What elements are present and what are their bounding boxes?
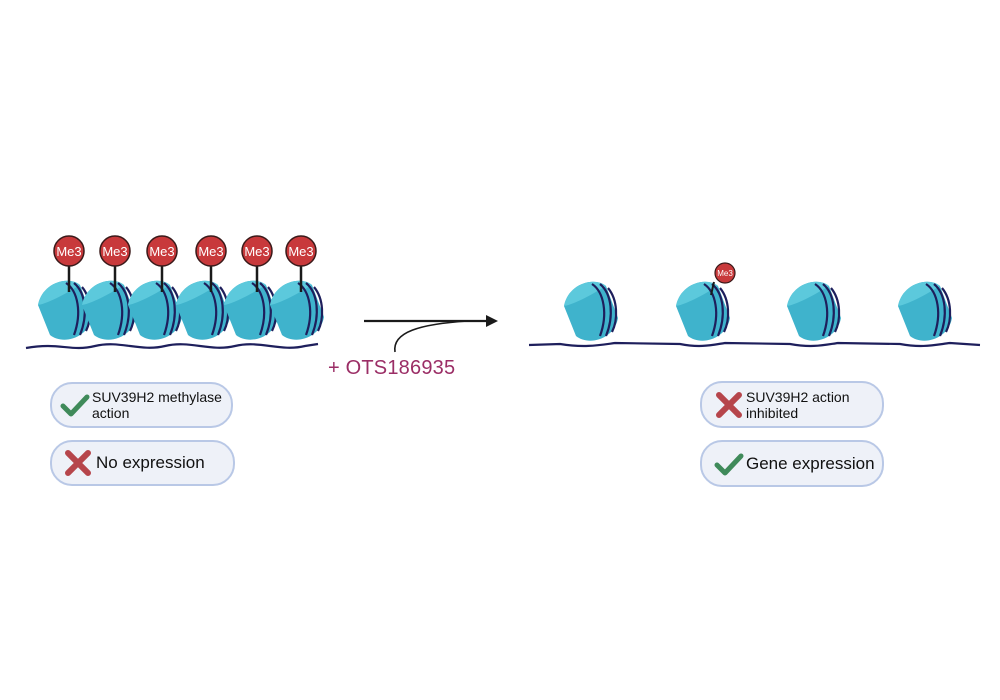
nucleosome — [222, 279, 280, 341]
nucleosome — [562, 280, 620, 342]
me3-mark: Me3 — [195, 235, 227, 292]
me3-label: Me3 — [717, 269, 733, 278]
me3-label: Me3 — [102, 244, 127, 259]
status-label: SUV39H2 methylase action — [92, 389, 222, 421]
nucleosome — [126, 279, 184, 341]
nucleosome — [268, 279, 326, 341]
nucleosome — [174, 279, 232, 341]
check-icon — [712, 452, 746, 476]
left-chromatin: Me3 Me3 Me3 Me3 Me3 Me3 — [25, 235, 326, 350]
me3-mark: Me3 — [710, 262, 736, 296]
nucleosome — [80, 279, 138, 341]
me3-mark: Me3 — [99, 235, 131, 292]
me3-mark: Me3 — [241, 235, 273, 292]
drug-branch-line — [394, 320, 469, 353]
status-label: SUV39H2 action inhibited — [746, 388, 850, 421]
cross-icon — [60, 449, 96, 477]
me3-mark: Me3 — [146, 235, 178, 292]
nucleosome — [36, 279, 94, 341]
me3-label: Me3 — [288, 244, 313, 259]
me3-label: Me3 — [198, 244, 223, 259]
nucleosome — [896, 280, 954, 342]
status-action-inhibited: SUV39H2 action inhibited — [700, 381, 884, 428]
right-dna-strand — [528, 341, 981, 348]
me3-label: Me3 — [149, 244, 174, 259]
status-label: No expression — [96, 453, 205, 472]
status-methylase-action: SUV39H2 methylase action — [50, 382, 233, 428]
cross-icon — [712, 391, 746, 419]
check-icon — [58, 393, 92, 417]
status-label: Gene expression — [746, 453, 875, 473]
status-no-expression: No expression — [50, 440, 235, 486]
nucleosome — [674, 280, 732, 342]
left-dna-strand — [25, 342, 319, 350]
nucleosome — [785, 280, 843, 342]
me3-label: Me3 — [56, 244, 81, 259]
me3-mark: Me3 — [285, 235, 317, 292]
treatment-label: + OTS186935 — [328, 357, 456, 379]
treatment-arrow — [364, 315, 498, 353]
status-gene-expression: Gene expression — [700, 440, 884, 487]
me3-label: Me3 — [244, 244, 269, 259]
me3-mark: Me3 — [53, 235, 85, 292]
right-chromatin: Me3 — [528, 262, 981, 348]
